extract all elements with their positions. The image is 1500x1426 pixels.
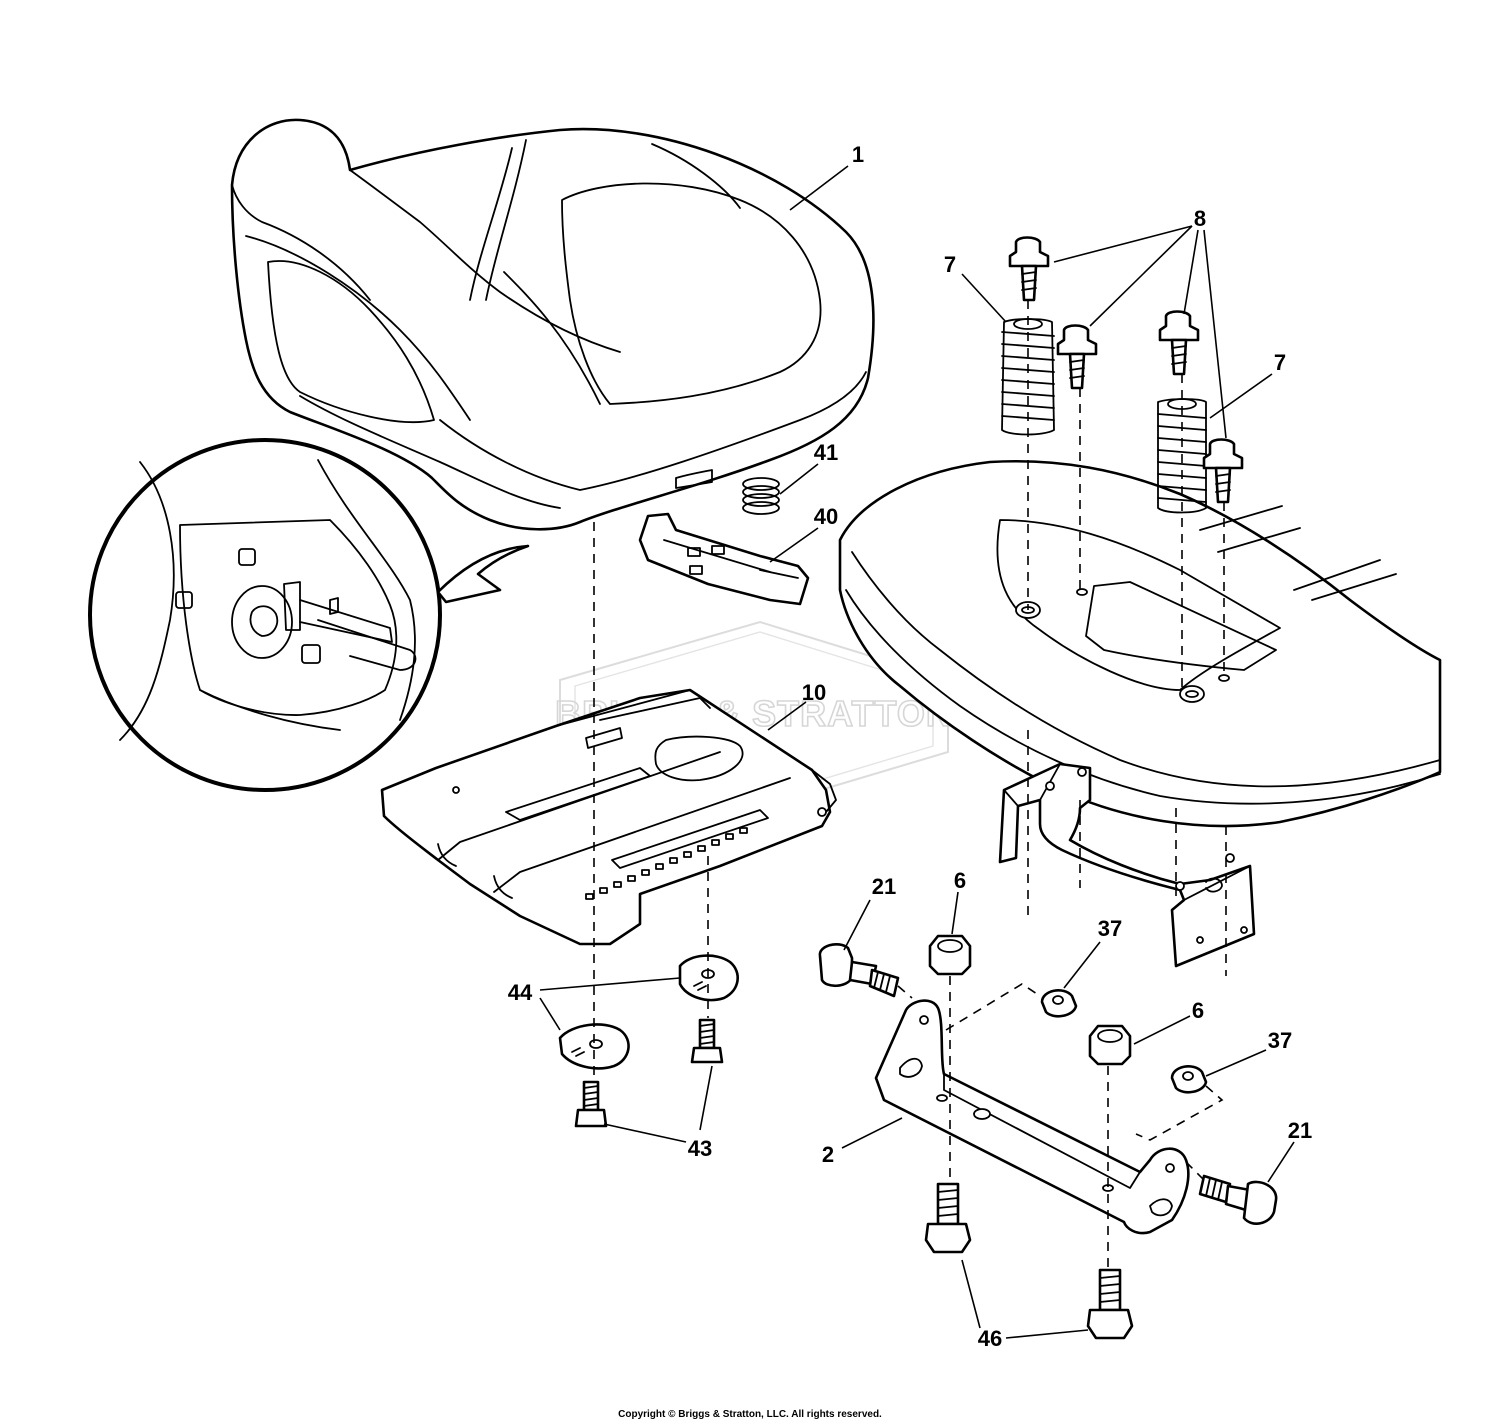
seat-bracket — [998, 762, 1256, 968]
part-37-nuts — [1040, 989, 1208, 1094]
callout-46: 46 — [978, 1326, 1002, 1351]
leader-lines — [539, 165, 1295, 1339]
part-44-washers — [558, 954, 739, 1070]
callout-2: 2 — [822, 1142, 834, 1167]
assembly-lines — [593, 300, 1227, 1270]
detail-view-latch — [88, 438, 530, 792]
callout-labels: 1 7 8 7 41 40 10 21 6 37 6 37 21 2 44 43… — [508, 142, 1312, 1351]
tractor-frame — [838, 459, 1442, 828]
part-41-spring — [742, 477, 780, 515]
part-8-bolts — [1008, 236, 1244, 504]
part-43-screws — [574, 1018, 724, 1128]
callout-41: 41 — [814, 440, 838, 465]
copyright-notice: Copyright © Briggs & Stratton, LLC. All … — [618, 1409, 882, 1420]
part-10-seat-pan — [380, 688, 837, 946]
callout-8: 8 — [1194, 206, 1206, 231]
callout-7-right: 7 — [1274, 350, 1286, 375]
part-46-bolts — [924, 1182, 1134, 1340]
callout-10: 10 — [802, 680, 826, 705]
part-6-nuts — [928, 934, 1132, 1066]
part-2-mount-bracket — [874, 999, 1190, 1235]
callout-37-lower: 37 — [1268, 1028, 1292, 1053]
slot-row — [585, 827, 748, 900]
callout-6-upper: 6 — [954, 868, 966, 893]
callout-7-left: 7 — [944, 252, 956, 277]
callout-21-left: 21 — [872, 874, 896, 899]
part-40-latch-clip — [638, 512, 810, 606]
part-1-seat — [230, 118, 875, 531]
callout-44: 44 — [508, 980, 533, 1005]
callout-6-lower: 6 — [1192, 998, 1204, 1023]
callout-43: 43 — [688, 1136, 712, 1161]
callout-21-right: 21 — [1288, 1118, 1312, 1143]
part-21-bolts — [818, 943, 1278, 1225]
callout-40: 40 — [814, 504, 838, 529]
callout-37-upper: 37 — [1098, 916, 1122, 941]
callout-1: 1 — [852, 142, 864, 167]
